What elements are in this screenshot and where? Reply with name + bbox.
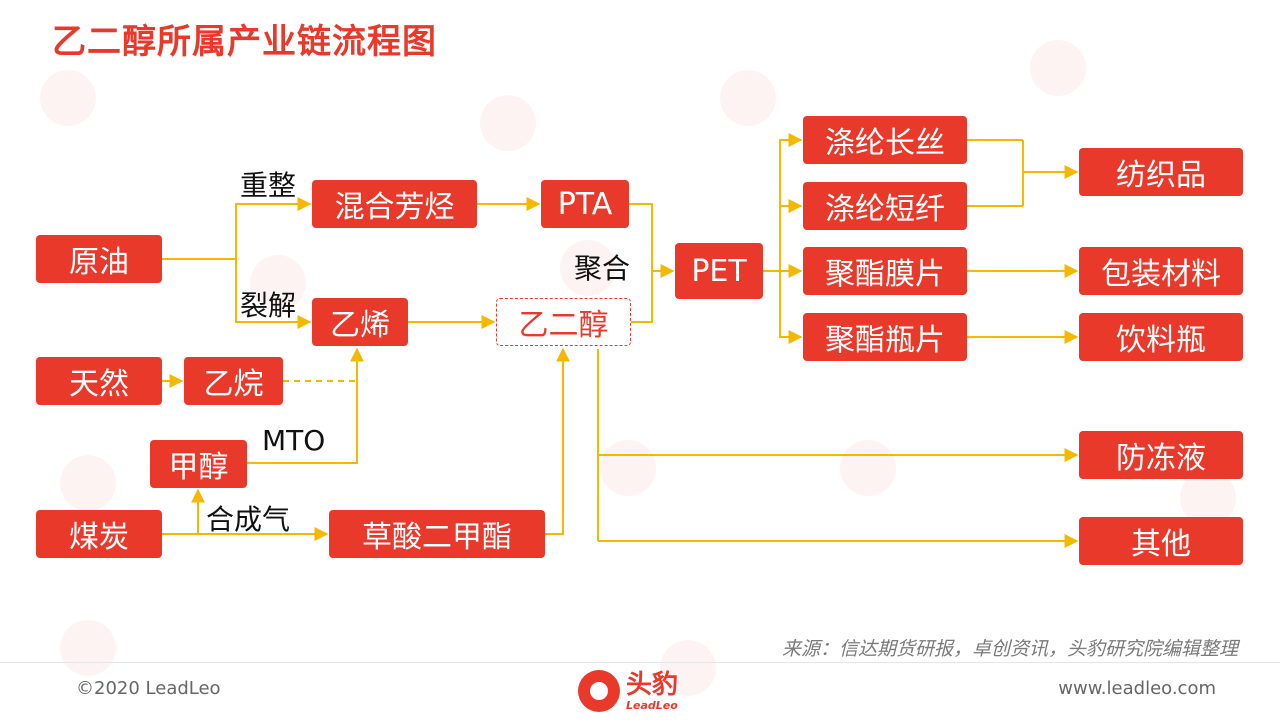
- edge-label-mto: MTO: [262, 424, 326, 457]
- footer-website: www.leadleo.com: [1058, 678, 1216, 699]
- node-natural-gas: 天然: [36, 357, 162, 405]
- edge-label-cracking: 裂解: [240, 289, 297, 322]
- footer-copyright: ©2020 LeadLeo: [76, 678, 221, 699]
- node-pet: PET: [675, 243, 763, 299]
- node-coal: 煤炭: [36, 510, 162, 558]
- source-note: 来源：信达期货研报，卓创资讯，头豹研究院编辑整理: [781, 638, 1238, 660]
- node-polyester-staple: 涤纶短纤: [803, 182, 967, 230]
- edge-methanol-mto: [247, 381, 358, 464]
- node-polyester-filament: 涤纶长丝: [803, 116, 967, 164]
- node-dimethyl-oxalate: 草酸二甲酯: [329, 510, 545, 558]
- watermark-logo: [1180, 470, 1236, 526]
- watermark-logo: [40, 70, 96, 126]
- edge-crude-to-aromatics: [235, 197, 312, 259]
- watermark-logo: [660, 640, 716, 696]
- node-beverage-bottle: 饮料瓶: [1079, 313, 1243, 361]
- watermark-logo: [250, 255, 306, 311]
- watermark-logo: [60, 455, 116, 511]
- node-methanol: 甲醇: [150, 440, 247, 488]
- node-other: 其他: [1079, 517, 1243, 565]
- edge-label-polymerization: 聚合: [574, 252, 631, 285]
- node-polyester-bottle-chip: 聚酯瓶片: [803, 313, 967, 361]
- node-crude-oil: 原油: [36, 235, 162, 283]
- node-mixed-aromatics: 混合芳烃: [312, 180, 477, 228]
- page-title: 乙二醇所属产业链流程图: [52, 22, 437, 62]
- node-polyester-film: 聚酯膜片: [803, 247, 967, 295]
- footer-divider: [0, 662, 1280, 663]
- edge-label-reforming: 重整: [240, 169, 297, 202]
- node-pta: PTA: [541, 180, 629, 228]
- watermark-logo: [840, 440, 896, 496]
- footer-logo: 头豹 LeadLeo: [578, 666, 708, 716]
- node-textiles: 纺织品: [1079, 148, 1243, 196]
- watermark-logo: [720, 70, 776, 126]
- node-packaging: 包装材料: [1079, 247, 1243, 295]
- logo-text-en: LeadLeo: [626, 698, 678, 712]
- watermark-logo: [60, 620, 116, 676]
- watermark-logo: [1030, 40, 1086, 96]
- edge-meg-to-pet: [631, 271, 653, 323]
- edge-dmo-to-meg: [545, 347, 570, 535]
- logo-text-cn: 头豹: [626, 669, 679, 700]
- node-ethylene: 乙烯: [312, 298, 408, 346]
- edge-crude-to-ethylene: [235, 259, 312, 329]
- edge-pta-to-pet: [629, 203, 653, 271]
- watermark-logo: [480, 95, 536, 151]
- watermark-logo: [600, 440, 656, 496]
- node-antifreeze: 防冻液: [1079, 431, 1243, 479]
- watermark-logo: [560, 240, 616, 296]
- edge-pet-to-bottle: [779, 271, 803, 344]
- node-meg: 乙二醇: [496, 298, 631, 346]
- edge-label-syngas: 合成气: [206, 503, 291, 536]
- edge-pet-to-filament: [779, 133, 803, 271]
- leopard-logo-icon: [578, 670, 620, 712]
- node-ethane: 乙烷: [184, 357, 283, 405]
